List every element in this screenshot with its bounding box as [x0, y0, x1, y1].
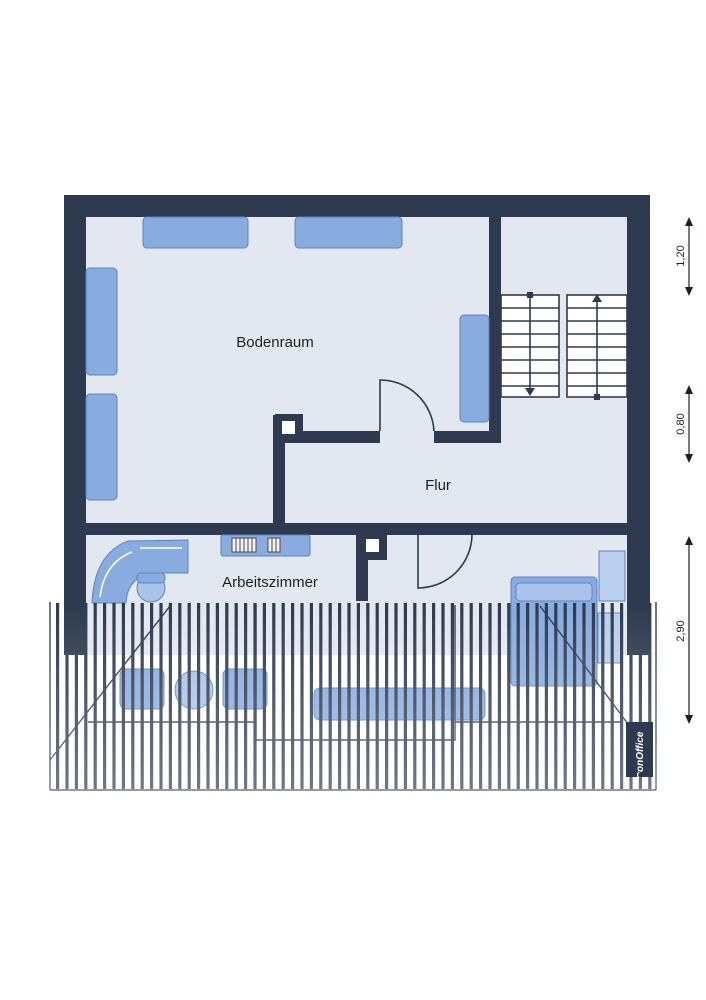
- logo-badge: [626, 722, 653, 777]
- cabinet-top-left: [142, 216, 249, 249]
- chimney-lower-core: [366, 539, 379, 552]
- bodenraum-furniture: [85, 216, 490, 501]
- bed-pillow: [515, 582, 593, 602]
- cabinet-right: [459, 314, 490, 423]
- chimney-upper-core: [282, 421, 295, 434]
- desk-chair-back: [136, 572, 166, 584]
- wardrobe: [598, 550, 626, 602]
- roof-fade: [48, 603, 658, 793]
- cabinet-left-lower: [85, 393, 118, 501]
- flur-floor: [283, 443, 627, 523]
- dimension-top: 1,20: [675, 245, 687, 266]
- label-flur: Flur: [425, 477, 451, 494]
- cabinet-top-right: [294, 216, 403, 249]
- wall-middle-right: [474, 523, 627, 535]
- door-arbeitszimmer: [417, 534, 473, 589]
- wall-middle-left: [86, 523, 418, 535]
- dimension-bottom: 2,90: [675, 620, 687, 641]
- corner-desk-inner: [99, 547, 182, 598]
- dimension-lines: [685, 217, 693, 724]
- label-bodenraum: Bodenraum: [236, 334, 314, 351]
- wall-flur-top-right: [434, 431, 501, 443]
- dimension-middle: 0,80: [675, 413, 687, 434]
- stair-arrow-down: [525, 388, 535, 396]
- stair-end-marker: [594, 394, 600, 400]
- stair-arrow-up: [592, 294, 602, 302]
- wall-bodenraum-right: [489, 217, 501, 443]
- staircase: [500, 294, 628, 398]
- logo-text: onOffice: [635, 731, 646, 772]
- stair-start-marker: [527, 292, 533, 298]
- logo-bracket-icon: [636, 771, 640, 779]
- door-bodenraum: [379, 379, 435, 432]
- label-arbeitszimmer: Arbeitszimmer: [222, 574, 318, 591]
- books: [231, 537, 281, 553]
- cabinet-left-upper: [85, 267, 118, 376]
